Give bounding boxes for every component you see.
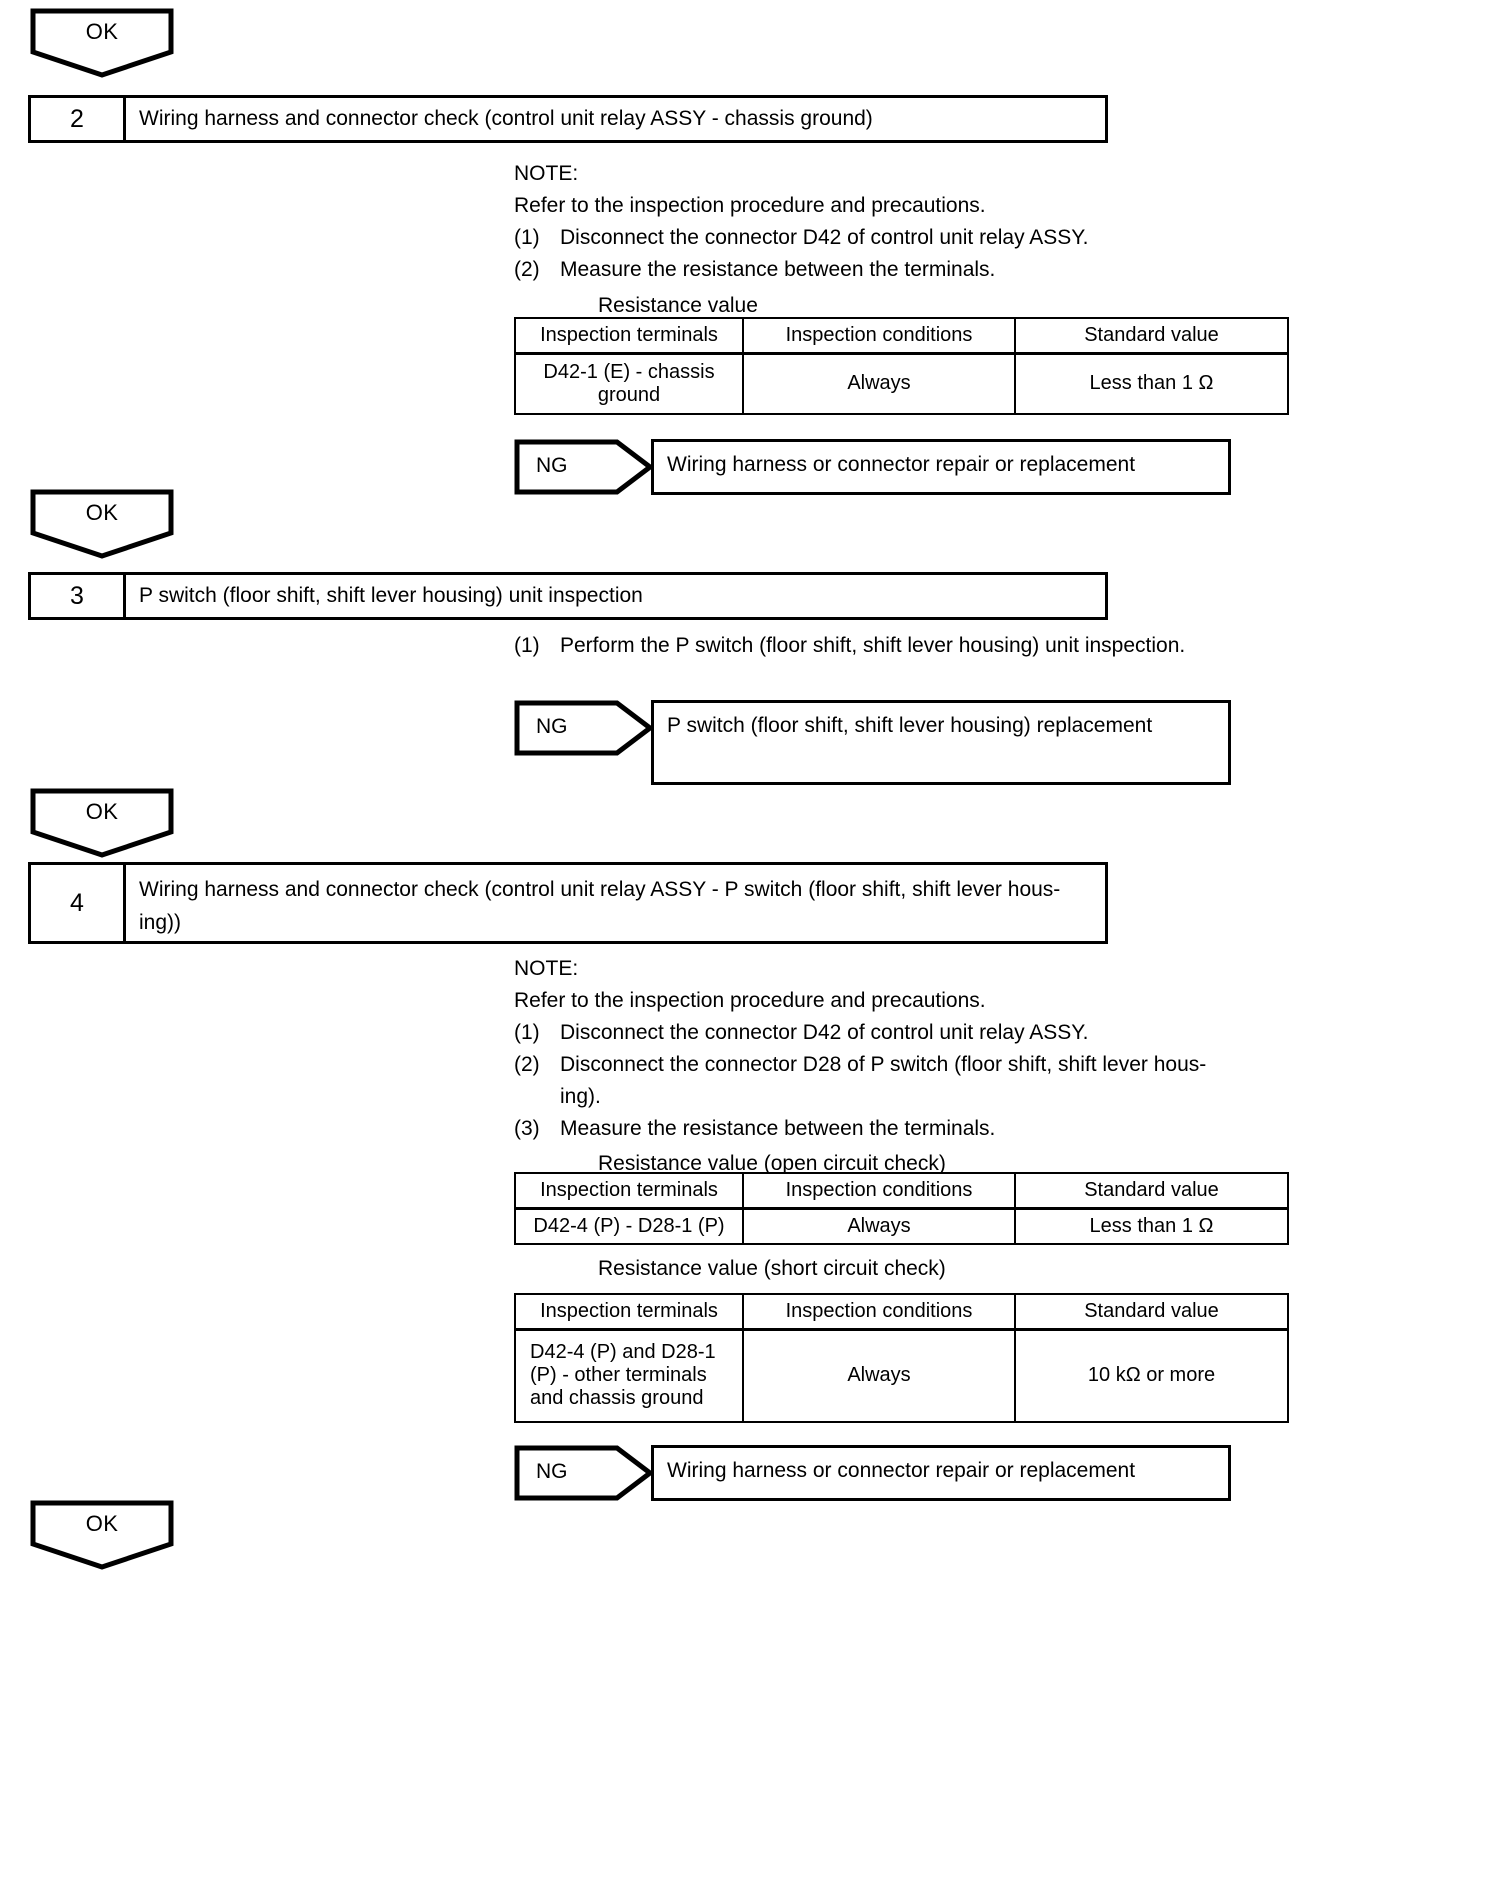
step-4-table1-caption: Resistance value (open circuit check) <box>598 1152 946 1176</box>
step-4-item-2-marker: (2) <box>514 1052 540 1076</box>
step-4-item-3-text: Measure the resistance between the termi… <box>560 1116 996 1140</box>
col-standard-value: Standard value <box>1014 1172 1289 1210</box>
ok-label: OK <box>85 1511 119 1536</box>
col-inspection-terminals: Inspection terminals <box>514 1293 744 1331</box>
col-inspection-conditions: Inspection conditions <box>742 317 1016 355</box>
step-3-ng-branch: NG P switch (floor shift, shift lever ho… <box>514 700 1231 785</box>
step-2-note-heading: NOTE: <box>514 162 579 185</box>
step-4-item-3: (3) Measure the resistance between the t… <box>514 1113 1244 1145</box>
step-4-item-2: (2) Disconnect the connector D28 of P sw… <box>514 1049 1244 1081</box>
cell-standard: Less than 1 Ω <box>1014 1207 1289 1245</box>
step-2-item-1-text: Disconnect the connector D42 of control … <box>560 225 1089 249</box>
col-standard-value: Standard value <box>1014 1293 1289 1331</box>
col-inspection-terminals: Inspection terminals <box>514 317 744 355</box>
step-2-table-caption: Resistance value <box>598 293 758 317</box>
ok-pentagon-icon <box>30 788 174 858</box>
ng-label: NG <box>536 715 568 738</box>
step-3-note-block: (1) Perform the P switch (floor shift, s… <box>514 630 1244 662</box>
step-4-number: 4 <box>31 865 126 941</box>
ok-pentagon-icon <box>30 1500 174 1570</box>
ng-connector: NG <box>514 700 654 756</box>
step-2-number: 2 <box>31 98 126 140</box>
ok-connector-after-step-2: OK <box>30 489 174 559</box>
ng-connector: NG <box>514 439 654 495</box>
cell-terminals: D42-4 (P) - D28-1 (P) <box>514 1207 744 1245</box>
cell-terminals: D42-1 (E) - chassis ground <box>514 352 744 415</box>
step-3-item-1-text: Perform the P switch (floor shift, shift… <box>560 634 1186 657</box>
ng-arrow-icon <box>514 700 654 756</box>
table-header-row: Inspection terminals Inspection conditio… <box>514 1293 1289 1331</box>
ng-arrow-icon <box>514 1445 654 1501</box>
step-4-item-3-marker: (3) <box>514 1116 540 1140</box>
step-4-ng-target: Wiring harness or connector repair or re… <box>651 1445 1231 1501</box>
ng-label: NG <box>536 1460 568 1483</box>
step-4-item-1: (1) Disconnect the connector D42 of cont… <box>514 1017 1244 1049</box>
step-4-item-1-marker: (1) <box>514 1020 540 1044</box>
step-2-item-1-marker: (1) <box>514 225 540 249</box>
step-4-table2-caption-block: Resistance value (short circuit check) <box>514 1253 1244 1285</box>
ok-label: OK <box>85 799 119 824</box>
step-4-title: Wiring harness and connector check (cont… <box>126 865 1105 941</box>
table-header-row: Inspection terminals Inspection conditio… <box>514 317 1289 355</box>
ok-connector-bottom: OK <box>30 1500 174 1570</box>
step-4-item-1-text: Disconnect the connector D42 of control … <box>560 1020 1089 1044</box>
ng-label: NG <box>536 454 568 477</box>
cell-conditions: Always <box>742 1207 1016 1245</box>
step-4-note-text: Refer to the inspection procedure and pr… <box>514 988 986 1012</box>
step-2-note-block: NOTE: Refer to the inspection procedure … <box>514 158 1234 322</box>
cell-standard: 10 kΩ or more <box>1014 1328 1289 1423</box>
cell-terminals: D42-4 (P) and D28-1 (P) - other terminal… <box>514 1328 744 1423</box>
step-3-header: 3 P switch (floor shift, shift lever hou… <box>28 572 1108 620</box>
step-4-title-line-2: ing)) <box>139 910 182 934</box>
cell-conditions: Always <box>742 1328 1016 1423</box>
step-4-item-2-text: Disconnect the connector D28 of P switch… <box>560 1052 1207 1076</box>
step-3-item-1-marker: (1) <box>514 634 540 657</box>
col-inspection-conditions: Inspection conditions <box>742 1172 1016 1210</box>
step-4-table2-caption: Resistance value (short circuit check) <box>598 1257 946 1280</box>
table-header-row: Inspection terminals Inspection conditio… <box>514 1172 1289 1210</box>
step-4-open-circuit-table: Inspection terminals Inspection conditio… <box>514 1172 1289 1245</box>
cell-standard: Less than 1 Ω <box>1014 352 1289 415</box>
step-4-note-heading: NOTE: <box>514 957 579 980</box>
step-2-item-1: (1) Disconnect the connector D42 of cont… <box>514 222 1234 254</box>
step-2-note-text: Refer to the inspection procedure and pr… <box>514 193 986 217</box>
step-4-item-2-cont: ing). <box>560 1084 601 1108</box>
col-inspection-conditions: Inspection conditions <box>742 1293 1016 1331</box>
table-row: D42-1 (E) - chassis ground Always Less t… <box>514 352 1289 415</box>
ok-pentagon-icon <box>30 8 174 78</box>
ok-label: OK <box>85 19 119 44</box>
step-2-item-2-text: Measure the resistance between the termi… <box>560 257 996 281</box>
step-3-title: P switch (floor shift, shift lever housi… <box>139 583 643 607</box>
step-4-short-circuit-table: Inspection terminals Inspection conditio… <box>514 1293 1289 1423</box>
ng-arrow-icon <box>514 439 654 495</box>
ng-connector: NG <box>514 1445 654 1501</box>
ok-connector-top: OK <box>30 8 174 78</box>
step-3-ng-target: P switch (floor shift, shift lever housi… <box>651 700 1231 785</box>
step-2-ng-target: Wiring harness or connector repair or re… <box>651 439 1231 495</box>
step-4-title-line-1: Wiring harness and connector check (cont… <box>139 878 1061 901</box>
ok-connector-after-step-3: OK <box>30 788 174 858</box>
table-row: D42-4 (P) and D28-1 (P) - other terminal… <box>514 1328 1289 1423</box>
step-3-item-1: (1) Perform the P switch (floor shift, s… <box>514 630 1244 662</box>
step-2-spec-table: Inspection terminals Inspection conditio… <box>514 317 1289 415</box>
step-2-ng-branch: NG Wiring harness or connector repair or… <box>514 439 1231 495</box>
cell-conditions: Always <box>742 352 1016 415</box>
step-2-item-2-marker: (2) <box>514 257 540 281</box>
step-2-title: Wiring harness and connector check (cont… <box>139 106 873 130</box>
step-2-item-2: (2) Measure the resistance between the t… <box>514 254 1234 286</box>
step-3-number: 3 <box>31 575 126 617</box>
ok-label: OK <box>85 500 119 525</box>
step-4-ng-branch: NG Wiring harness or connector repair or… <box>514 1445 1231 1501</box>
col-standard-value: Standard value <box>1014 317 1289 355</box>
step-4-header: 4 Wiring harness and connector check (co… <box>28 862 1108 944</box>
col-inspection-terminals: Inspection terminals <box>514 1172 744 1210</box>
step-2-header: 2 Wiring harness and connector check (co… <box>28 95 1108 143</box>
table-row: D42-4 (P) - D28-1 (P) Always Less than 1… <box>514 1207 1289 1245</box>
step-4-note-block: NOTE: Refer to the inspection procedure … <box>514 953 1244 1180</box>
ok-pentagon-icon <box>30 489 174 559</box>
